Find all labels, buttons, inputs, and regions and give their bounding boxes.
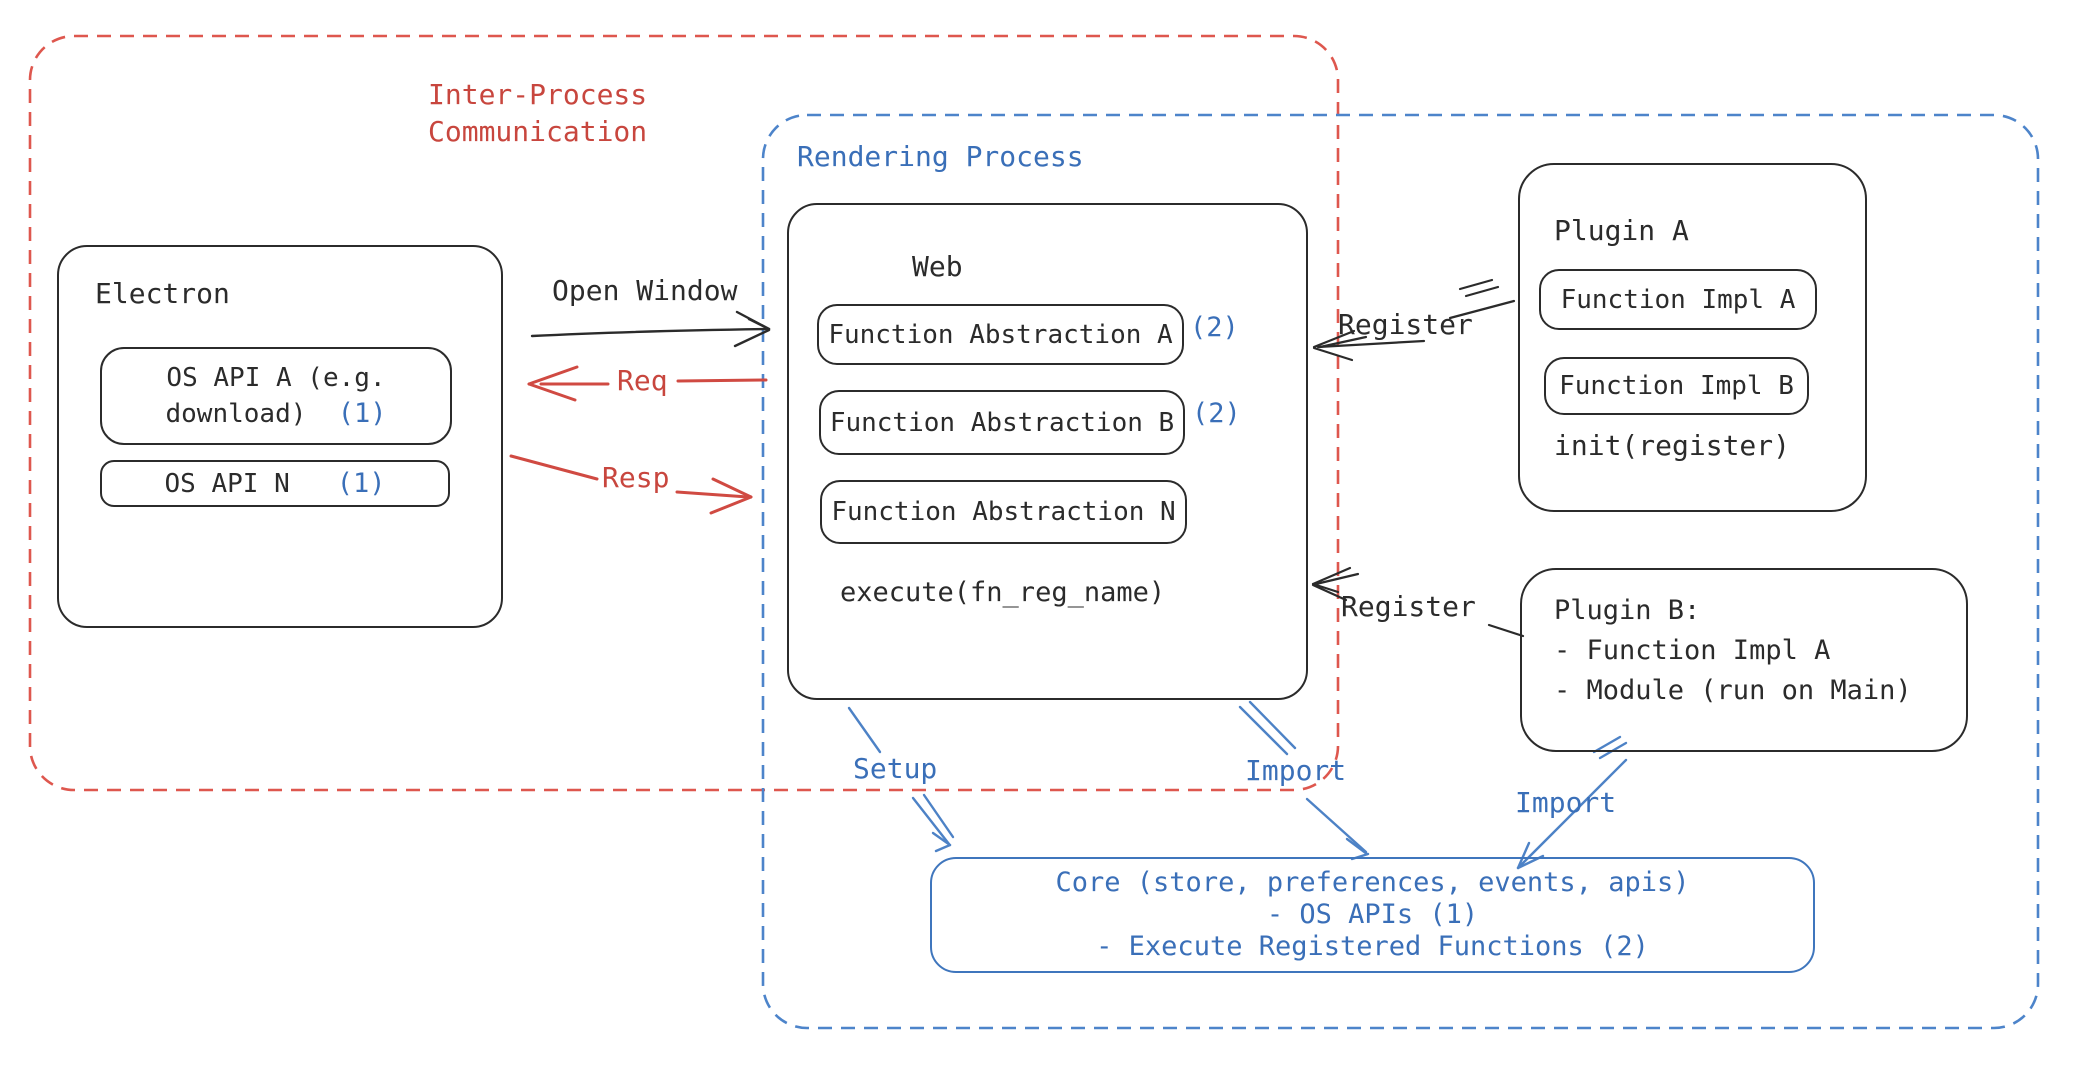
os-api-a-badge: (1) — [337, 398, 387, 429]
electron-title: Electron — [95, 277, 230, 310]
core-line2: - OS APIs (1) — [1266, 899, 1479, 930]
open-window-arrow — [530, 310, 771, 348]
core-line1: Core (store, preferences, events, apis) — [1055, 867, 1690, 898]
function-impl-a-box: Function Impl A — [1539, 269, 1817, 330]
function-abstraction-b-box: Function Abstraction B — [819, 390, 1185, 455]
register-bottom-connector — [1311, 566, 1525, 638]
os-api-n-badge: (1) — [336, 468, 386, 499]
function-abstraction-a-badge: (2) — [1190, 312, 1239, 343]
function-abstraction-a-box: Function Abstraction A — [817, 304, 1184, 365]
spacer — [290, 469, 337, 499]
plugin-b-text: Plugin B: - Function Impl A - Module (ru… — [1554, 595, 1912, 706]
function-abstraction-n-box: Function Abstraction N — [820, 480, 1187, 544]
open-window-label: Open Window — [552, 274, 738, 307]
spacer — [306, 399, 337, 429]
resp-arrow — [509, 454, 753, 515]
electron-box: Electron OS API A (e.g. download) (1) OS… — [57, 245, 503, 628]
os-api-a-line2: download) — [165, 399, 307, 429]
setup-label: Setup — [853, 752, 938, 785]
os-api-a-box: OS API A (e.g. download) (1) — [100, 347, 452, 445]
import-web-label: Import — [1245, 754, 1347, 787]
os-api-n-label: OS API N — [164, 468, 290, 499]
register-top-connector — [1312, 278, 1516, 362]
rendering-group-border — [761, 113, 2040, 1030]
os-api-n-box: OS API N (1) — [100, 460, 450, 507]
function-abstraction-b-badge: (2) — [1192, 398, 1241, 429]
os-api-a-line2-row: download) (1) — [166, 396, 387, 432]
ipc-group-label: Inter-Process Communication — [428, 78, 648, 148]
execute-label: execute(fn_reg_name) — [840, 577, 1166, 608]
register-top-label: Register — [1338, 308, 1473, 341]
req-label: Req — [617, 364, 668, 397]
ipc-group-border — [28, 34, 1340, 792]
register-bottom-label: Register — [1341, 590, 1476, 623]
rendering-group-label: Rendering Process — [797, 140, 1084, 173]
plugin-a-title: Plugin A — [1554, 214, 1689, 247]
plugin-b-box: Plugin B: - Function Impl A - Module (ru… — [1520, 568, 1968, 752]
os-api-a-line1: OS API A (e.g. — [166, 363, 386, 393]
import-web-arrow — [1238, 700, 1370, 861]
resp-label: Resp — [602, 461, 670, 494]
req-arrow — [527, 365, 768, 402]
web-title: Web — [912, 250, 963, 283]
plugin-a-box: Plugin A Function Impl A Function Impl B… — [1518, 163, 1867, 512]
function-impl-b-box: Function Impl B — [1544, 357, 1809, 415]
plugin-a-init-label: init(register) — [1554, 429, 1791, 462]
setup-arrow — [847, 706, 955, 853]
import-plugin-label: Import — [1515, 786, 1617, 819]
core-box: Core (store, preferences, events, apis) … — [930, 857, 1815, 973]
web-box: Web Function Abstraction A (2) Function … — [787, 203, 1308, 700]
core-line3: - Execute Registered Functions (2) — [1096, 931, 1649, 962]
